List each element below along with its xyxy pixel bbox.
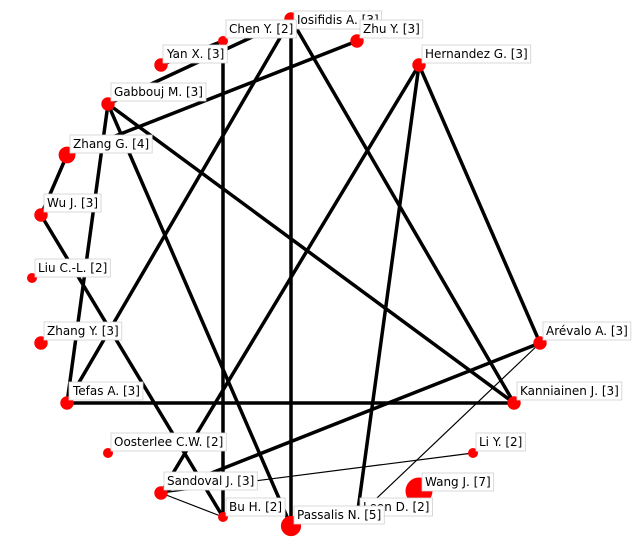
node-label-wang: Wang J. [7] [421, 472, 495, 492]
node-label-box [516, 381, 623, 401]
labels-layer: Iosifidis A. [3]Zhu Y. [3] Hernandez G. [… [34, 10, 632, 525]
edge-hernandez-leon [355, 63, 421, 519]
node-label-box [110, 82, 207, 102]
edge-gabbouj-tefas [65, 102, 110, 405]
node-label-box [69, 134, 153, 154]
node-label-passalis: Passalis N. [5] [293, 505, 385, 525]
node-label-hernandez: Hernandez G. [3] [421, 44, 532, 64]
node-label-chen: Chen Y. [2] [225, 19, 297, 39]
node-label-box [542, 321, 632, 341]
edge-kanniainen-gabbouj [106, 102, 516, 405]
node-label-box [225, 497, 286, 517]
edge-hernandez-sandoval [159, 63, 421, 495]
node-label-text: Wang J. [7] [425, 475, 491, 489]
node-label-text: Arévalo A. [3] [546, 324, 628, 338]
node-label-text: Liu C.-L. [2] [38, 261, 107, 275]
node-label-text: Gabbouj M. [3] [114, 85, 203, 99]
node-label-liu: Liu C.-L. [2] [34, 258, 111, 278]
node-label-box [43, 321, 123, 341]
node-label-arevalo: Arévalo A. [3] [542, 321, 632, 341]
node-label-text: Zhang Y. [3] [47, 324, 119, 338]
edge-arevalo-leon [356, 342, 541, 518]
node-label-box [421, 472, 495, 492]
node-label-text: Chen Y. [2] [229, 22, 293, 36]
node-label-text: Hernandez G. [3] [425, 47, 528, 61]
edge-gabbouj-passalis [106, 102, 293, 528]
node-label-text: Oosterlee C.W. [2] [114, 435, 223, 449]
node-label-box [359, 19, 424, 39]
node-label-box [225, 19, 297, 39]
node-label-kanniainen: Kanniainen J. [3] [516, 381, 623, 401]
node-label-box [110, 432, 227, 452]
node-liu [27, 273, 37, 283]
node-label-box [162, 44, 228, 64]
node-label-text: Tefas A. [3] [72, 384, 140, 398]
node-label-wu: Wu J. [3] [43, 193, 102, 213]
node-label-text: Passalis N. [5] [297, 508, 381, 522]
node-label-text: Wu J. [3] [47, 196, 98, 210]
edge-arevalo-sandoval [159, 341, 542, 495]
node-chen [218, 36, 228, 46]
node-label-box [163, 471, 258, 491]
node-label-li: Li Y. [2] [475, 432, 526, 452]
node-label-text: Kanniainen J. [3] [520, 384, 619, 398]
node-label-box [475, 432, 526, 452]
node-label-zhangg: Zhang G. [4] [69, 134, 153, 154]
node-label-sandoval: Sandoval J. [3] [163, 471, 258, 491]
node-label-text: Bu H. [2] [229, 500, 282, 514]
edge-sandoval-bu [160, 492, 224, 518]
edge-hernandez-arevalo [417, 63, 542, 345]
node-label-gabbouj: Gabbouj M. [3] [110, 82, 207, 102]
node-label-bu: Bu H. [2] [225, 497, 286, 517]
node-label-box [43, 193, 102, 213]
node-label-box [421, 44, 532, 64]
node-label-oosterlee: Oosterlee C.W. [2] [110, 432, 227, 452]
node-label-box [293, 505, 385, 525]
node-label-zhu: Zhu Y. [3] [359, 19, 424, 39]
node-label-yan: Yan X. [3] [162, 44, 228, 64]
node-label-text: Li Y. [2] [479, 435, 522, 449]
node-oosterlee [103, 448, 113, 458]
node-label-text: Sandoval J. [3] [167, 474, 254, 488]
node-label-text: Iosifidis A. [3] [297, 13, 379, 27]
edge-iosifidis-kanniainen [289, 17, 516, 405]
node-label-text: Zhu Y. [3] [363, 22, 420, 36]
node-bu [218, 512, 228, 522]
node-label-text: Zhang G. [4] [73, 137, 149, 151]
node-label-tefas: Tefas A. [3] [68, 381, 144, 401]
node-label-text: Yan X. [3] [166, 47, 224, 61]
node-li [468, 448, 478, 458]
node-label-zhangy: Zhang Y. [3] [43, 321, 123, 341]
node-label-box [68, 381, 144, 401]
node-label-box [34, 258, 111, 278]
